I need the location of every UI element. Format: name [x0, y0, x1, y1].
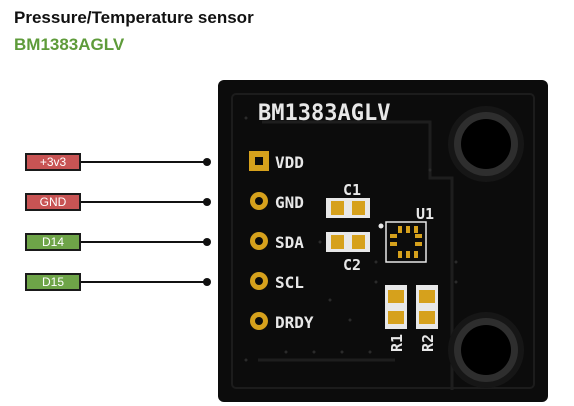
capacitor-c2 [326, 232, 370, 252]
mounting-hole-bottom [448, 312, 524, 388]
mounting-hole-top [448, 106, 524, 182]
wire-end-dot [203, 278, 211, 286]
component-label-c2: C2 [343, 256, 361, 274]
component-label-c1: C1 [343, 181, 361, 199]
pin-label-vdd: VDD [275, 153, 304, 172]
capacitor-c1 [326, 198, 370, 218]
component-label-r2: R2 [419, 334, 437, 352]
resistor-r2 [416, 285, 438, 329]
pin-label-scl: SCL [275, 273, 304, 292]
pin-label-sda: SDA [275, 233, 304, 252]
pin-tag-3v3: +3v3 [25, 153, 81, 171]
pin-tag-d14: D14 [25, 233, 81, 251]
pcb-board [218, 80, 548, 402]
pin-tag-d15: D15 [25, 273, 81, 291]
pin-label-drdy: DRDY [275, 313, 314, 332]
wire-lines [81, 158, 211, 286]
component-label-r1: R1 [388, 334, 406, 352]
pin-tag-gnd: GND [25, 193, 81, 211]
wire-end-dot [203, 238, 211, 246]
wire-end-dot [203, 198, 211, 206]
diagram-title: Pressure/Temperature sensor [14, 8, 254, 27]
component-label-u1: U1 [416, 205, 434, 223]
pin-label-gnd: GND [275, 193, 304, 212]
resistor-r1 [385, 285, 407, 329]
board-name: BM1383AGLV [258, 101, 390, 126]
diagram-subtitle: BM1383AGLV [14, 35, 125, 54]
wire-end-dot [203, 158, 211, 166]
chip-u1 [378, 221, 427, 263]
